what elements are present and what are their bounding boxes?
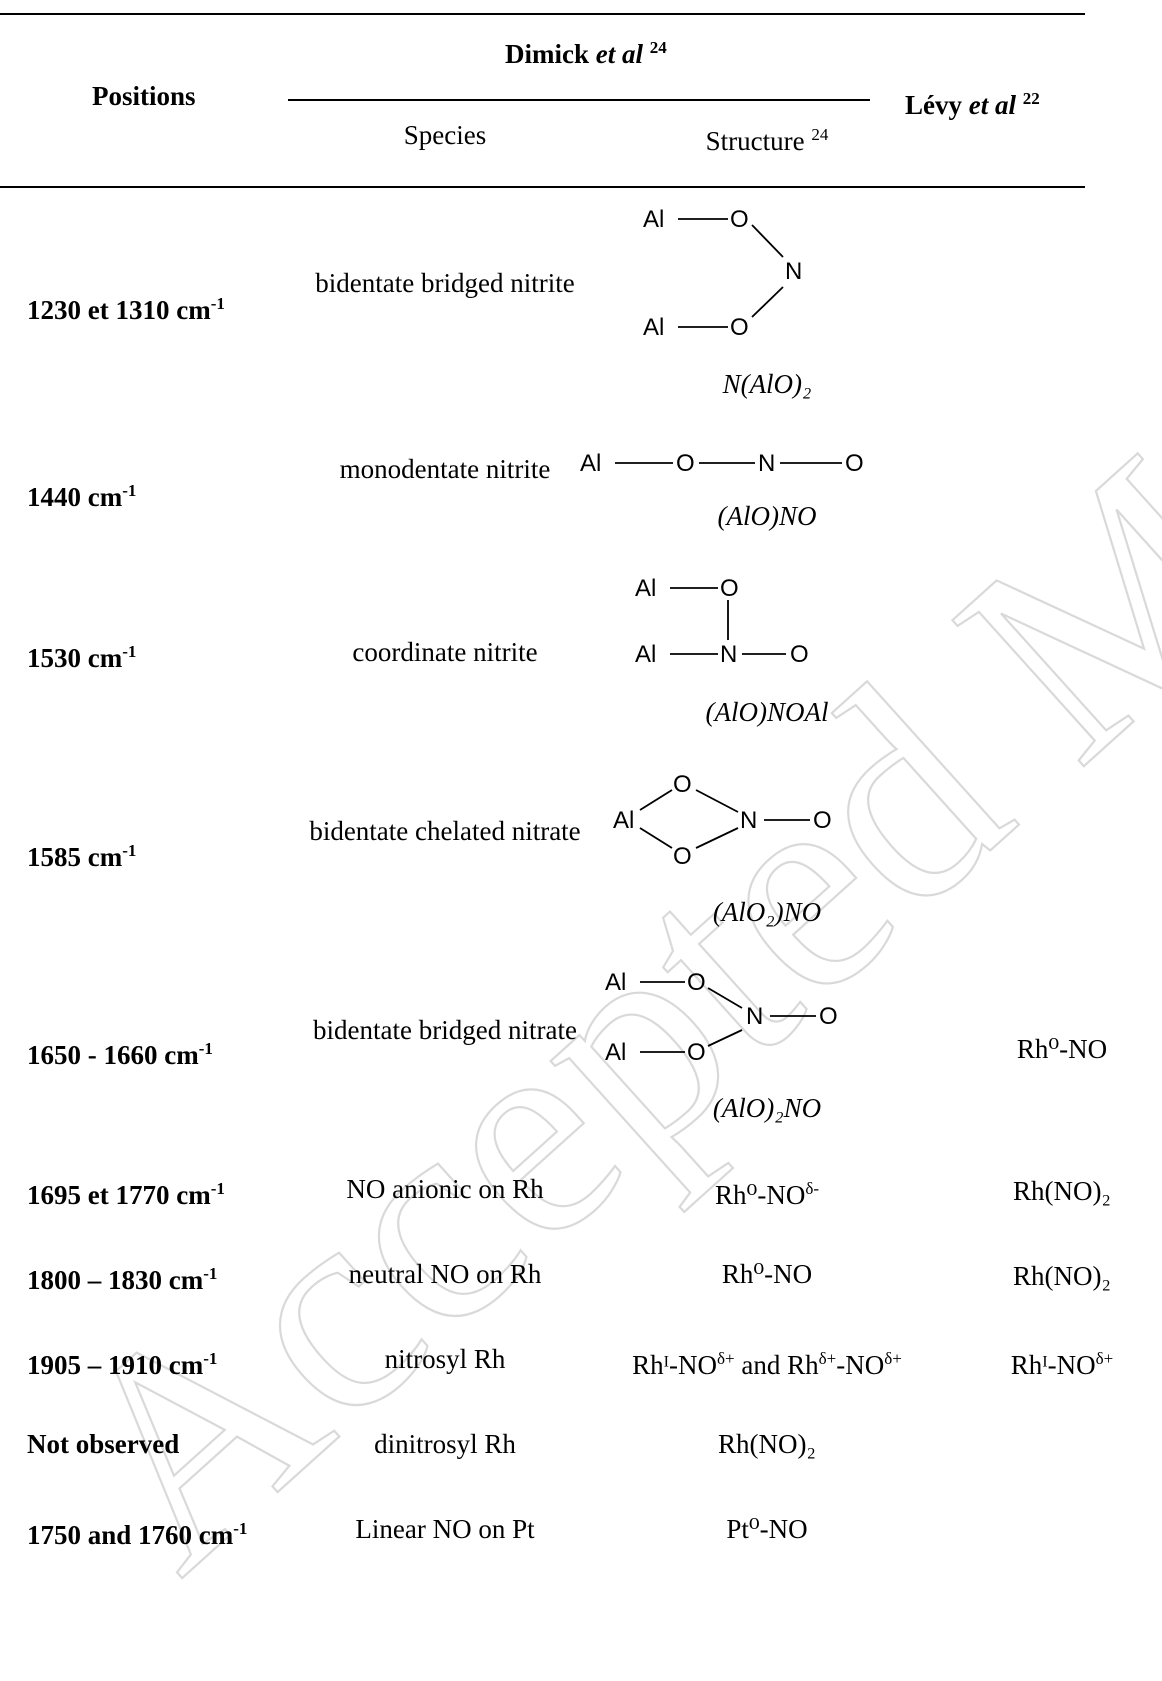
row-4-structure: O Al N O O: [613, 771, 832, 870]
row-5-species: bidentate bridged nitrate: [313, 1015, 577, 1045]
row-8-species: nitrosyl Rh: [384, 1344, 506, 1374]
row-5-levy: Rh⁰-NO: [1016, 1034, 1108, 1064]
row-1-structure: Al O N Al O: [643, 206, 802, 341]
svg-text:Al: Al: [580, 450, 601, 477]
svg-text:O: O: [673, 771, 692, 798]
svg-text:O: O: [673, 843, 692, 870]
row-10-species: Linear NO on Pt: [355, 1514, 535, 1544]
svg-text:Al: Al: [613, 807, 634, 834]
header-bottom-rule: [0, 186, 1085, 188]
svg-text:Al: Al: [643, 206, 664, 233]
row-3-species: coordinate nitrite: [352, 637, 538, 667]
row-2-species: monodentate nitrite: [339, 454, 551, 484]
svg-text:N: N: [746, 1003, 763, 1030]
svg-text:O: O: [730, 314, 749, 341]
svg-text:Al: Al: [605, 1039, 626, 1066]
svg-text:N: N: [758, 450, 775, 477]
row-7-position: 1800 – 1830 cm-1: [27, 1264, 218, 1295]
row-5-formula: (AlO)₂NO: [712, 1093, 822, 1123]
row-3-position: 1530 cm-1: [27, 642, 137, 673]
row-10-structure: Pt⁰-NO: [726, 1514, 808, 1544]
row-4-formula: (AlO₂)NO: [712, 897, 822, 927]
row-8-structure: Rhᴵ-NOδ+ and Rhδ+-NOδ+: [632, 1349, 902, 1380]
row-4-position: 1585 cm-1: [27, 841, 137, 872]
svg-text:Al: Al: [605, 969, 626, 996]
svg-text:O: O: [687, 969, 706, 996]
header-positions: Positions: [92, 81, 196, 111]
row-6-levy: Rh(NO)₂: [1013, 1176, 1111, 1206]
row-1-species: bidentate bridged nitrite: [315, 268, 575, 298]
svg-text:Al: Al: [635, 575, 656, 602]
svg-text:O: O: [687, 1039, 706, 1066]
row-9-position: Not observed: [27, 1429, 180, 1459]
header-species: Species: [403, 120, 487, 150]
svg-text:Al: Al: [635, 641, 656, 668]
svg-text:N: N: [740, 807, 757, 834]
row-8-position: 1905 – 1910 cm-1: [27, 1349, 218, 1380]
dimick-underline: [288, 99, 870, 101]
row-7-species: neutral NO on Rh: [348, 1259, 542, 1289]
svg-text:N: N: [720, 641, 737, 668]
row-6-position: 1695 et 1770 cm-1: [27, 1179, 225, 1210]
svg-text:Al: Al: [643, 314, 664, 341]
row-6-structure: Rh⁰-NOδ-: [715, 1179, 819, 1210]
row-5-structure: Al O N O Al O: [605, 969, 838, 1066]
svg-text:O: O: [813, 807, 832, 834]
row-9-structure: Rh(NO)₂: [718, 1429, 816, 1459]
svg-text:O: O: [819, 1003, 838, 1030]
row-1-formula: N(AlO)₂: [722, 369, 812, 399]
row-2-formula: (AlO)NO: [717, 501, 817, 531]
row-4-species: bidentate chelated nitrate: [309, 816, 581, 846]
row-3-structure: Al O Al N O: [635, 575, 809, 668]
row-5-position: 1650 - 1660 cm-1: [27, 1039, 213, 1070]
svg-text:N: N: [785, 258, 802, 285]
row-2-position: 1440 cm-1: [27, 481, 137, 512]
row-10-position: 1750 and 1760 cm-1: [27, 1519, 248, 1550]
row-7-levy: Rh(NO)₂: [1013, 1261, 1111, 1291]
row-3-formula: (AlO)NOAl: [705, 697, 829, 727]
svg-text:O: O: [720, 575, 739, 602]
svg-text:O: O: [845, 450, 864, 477]
svg-text:O: O: [790, 641, 809, 668]
row-9-species: dinitrosyl Rh: [374, 1429, 516, 1459]
header-structure: Structure 24: [705, 125, 829, 156]
svg-text:O: O: [730, 206, 749, 233]
row-6-species: NO anionic on Rh: [346, 1174, 544, 1204]
row-8-levy: Rhᴵ-NOδ+: [1010, 1349, 1114, 1380]
row-2-structure: Al O N O: [580, 450, 864, 477]
svg-text:O: O: [676, 450, 695, 477]
header-dimick: Dimick et al 24: [505, 38, 667, 69]
row-1-position: 1230 et 1310 cm-1: [27, 294, 225, 325]
row-7-structure: Rh⁰-NO: [721, 1259, 813, 1289]
header-levy: Lévy et al 22: [905, 89, 1040, 120]
top-rule: [0, 13, 1085, 15]
